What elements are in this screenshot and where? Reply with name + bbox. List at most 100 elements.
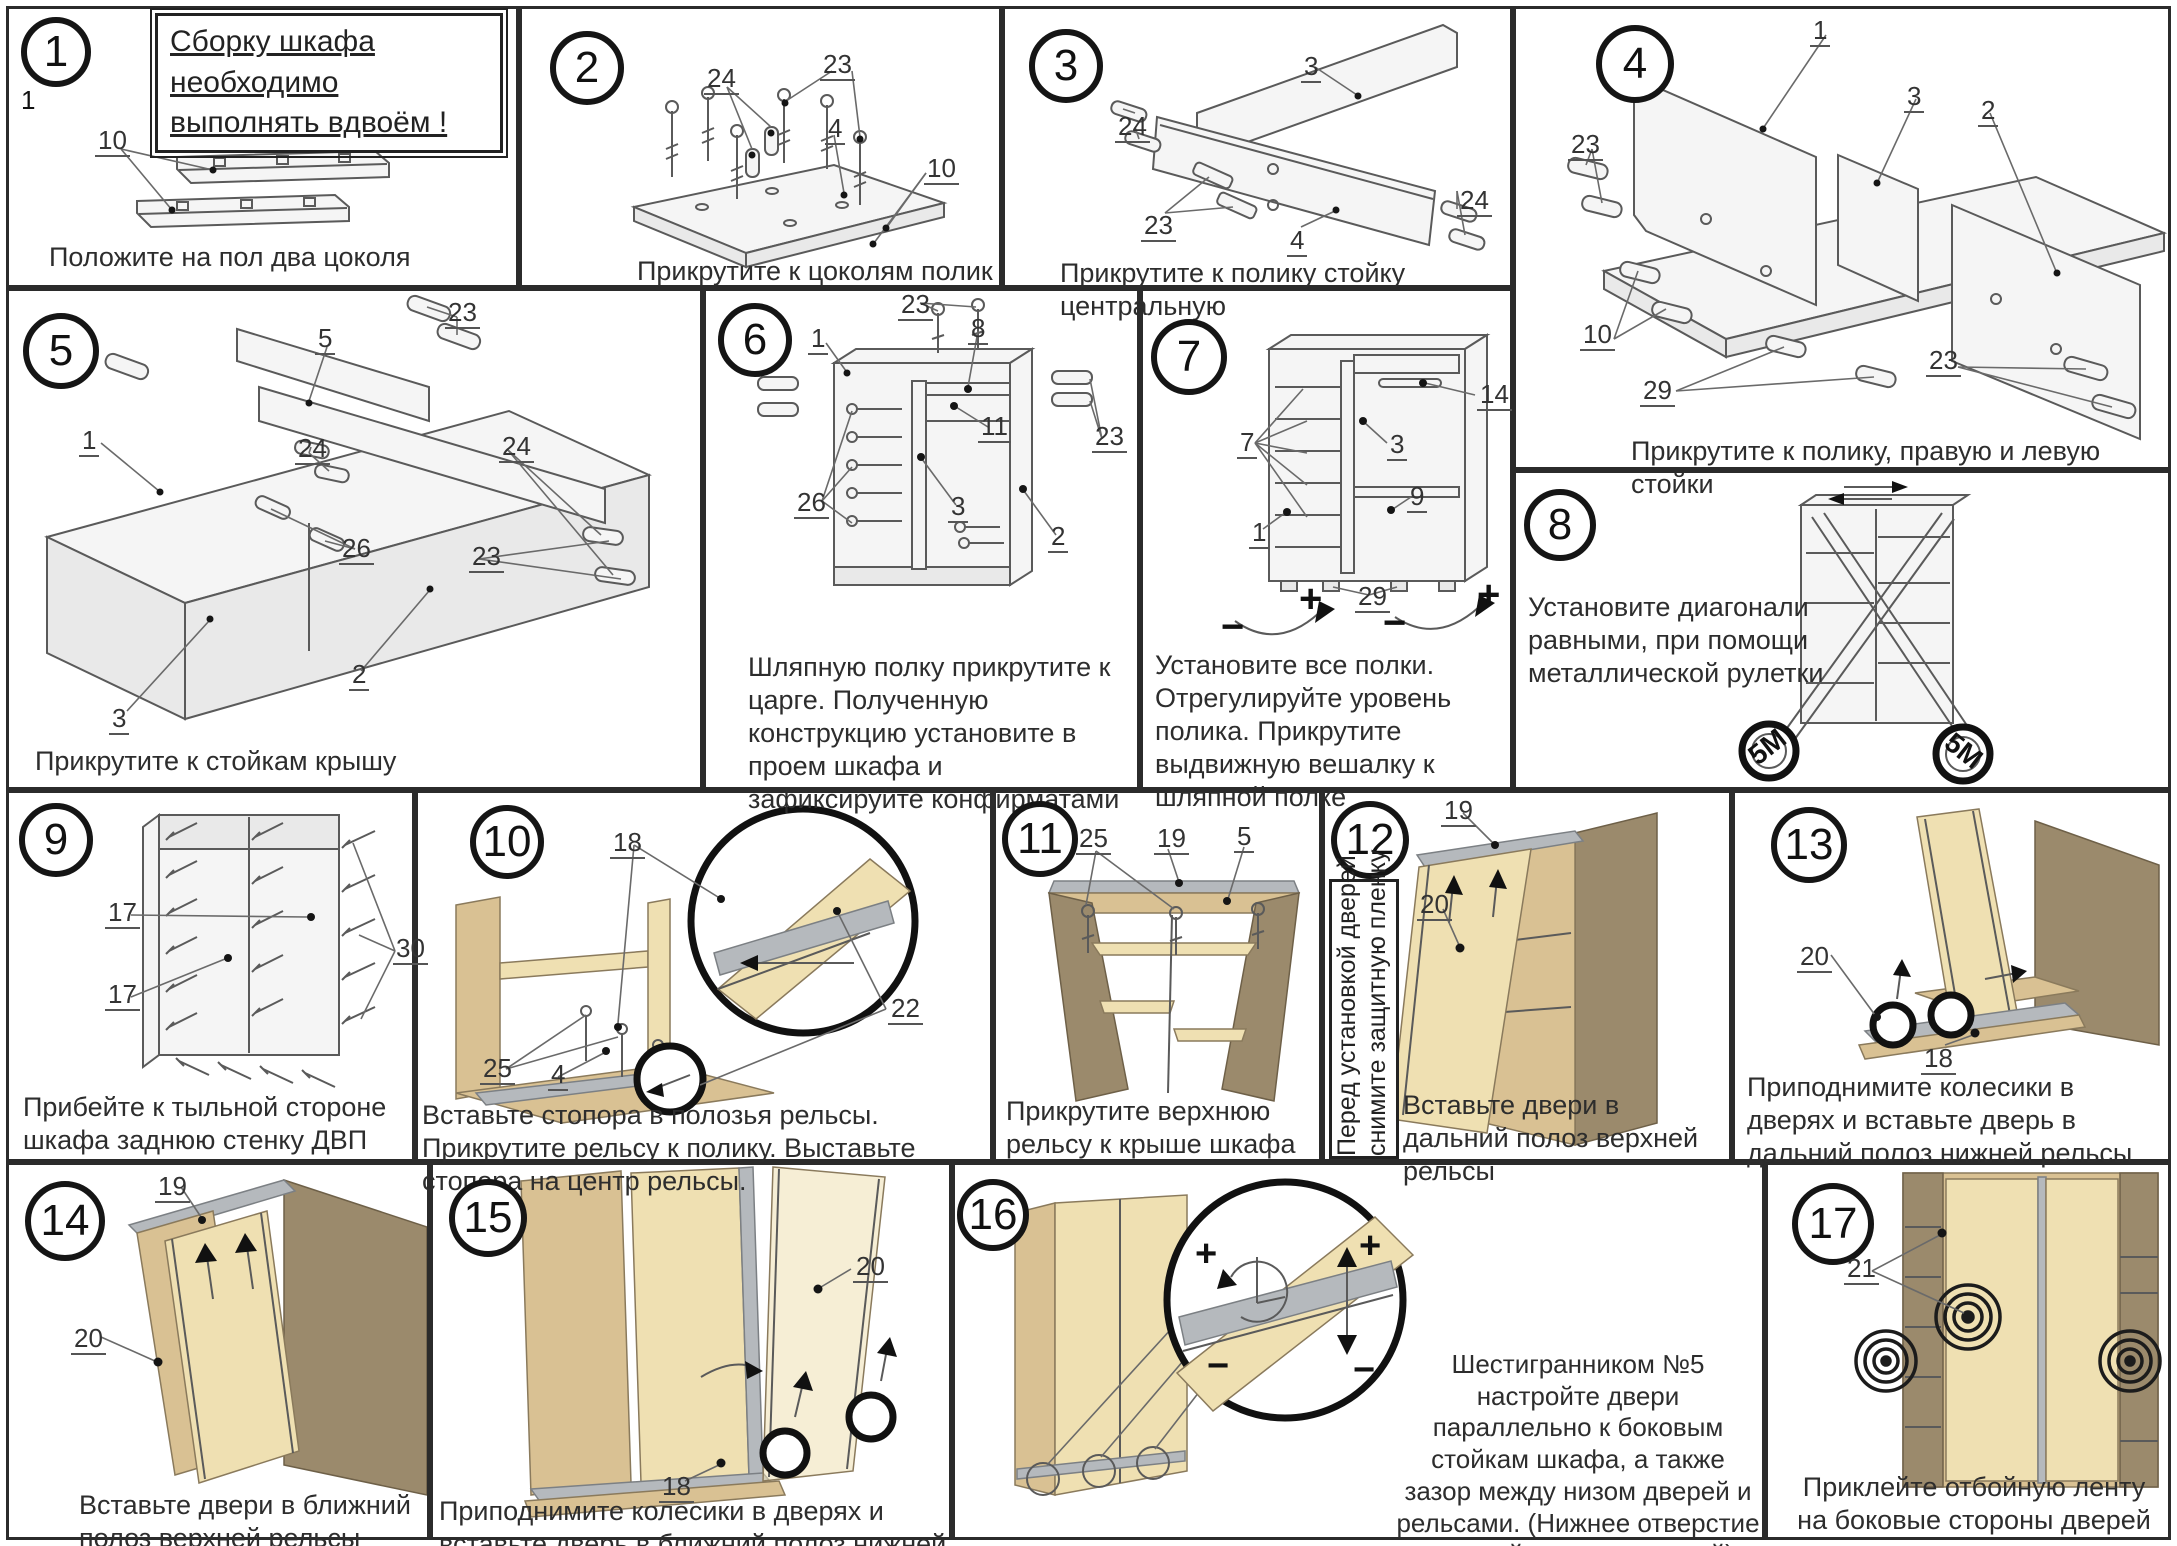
step-2-illustration bbox=[630, 70, 948, 269]
part-label: 5 bbox=[315, 325, 336, 355]
step-8-caption: Установите диагонали равными, при помощи… bbox=[1528, 592, 1824, 688]
step-1-illustration bbox=[120, 148, 390, 229]
step-17-illustration bbox=[1854, 1172, 2162, 1488]
part-label: 5 bbox=[1234, 823, 1255, 853]
step-6-illustration bbox=[757, 298, 1103, 587]
part-label: 24 bbox=[1115, 113, 1150, 143]
step-9-badge: 9 bbox=[19, 803, 93, 877]
part-label: 23 bbox=[1568, 131, 1603, 161]
step-12-panel: 12 Перед установкой дверей снимите защит… bbox=[1322, 790, 1732, 1186]
part-label: 29 bbox=[1355, 583, 1390, 613]
part-label: 29 bbox=[1640, 377, 1675, 407]
step-15-illustration bbox=[520, 1166, 897, 1518]
step-5-badge: 5 bbox=[23, 313, 99, 389]
part-label: 20 bbox=[71, 1325, 106, 1355]
step-6-caption: Шляпную полку прикрутите к царге. Получе… bbox=[748, 652, 1120, 814]
step-1-panel: 1 Сборку шкафа необходимо выполнять вдво… bbox=[6, 6, 519, 288]
part-label: 24 bbox=[295, 435, 330, 465]
step-3-caption: Прикрутите к полику стойку центральную bbox=[1060, 258, 1406, 321]
step-3-panel: 3 3 24 23 4 24 Прикрутите к полику стойк… bbox=[1002, 6, 1513, 321]
part-label: 19 bbox=[1154, 825, 1189, 855]
step-14-badge: 14 bbox=[25, 1181, 105, 1261]
step-13-panel: 13 20 18 Приподнимите колесики в дверях … bbox=[1732, 790, 2171, 1168]
part-label: 3 bbox=[1387, 431, 1408, 461]
step-number: 3 bbox=[1053, 41, 1079, 90]
step-2-panel: 2 24 23 4 10 bbox=[519, 6, 1002, 288]
step-14-panel: 14 19 20 Вставьте двери в ближний полоз … bbox=[6, 1162, 430, 1546]
part-label: 3 bbox=[1301, 53, 1322, 83]
part-label: 8 bbox=[968, 315, 989, 345]
part-label: 23 bbox=[445, 299, 480, 329]
step-number: 15 bbox=[463, 1193, 513, 1242]
step-10-panel: 10 18 bbox=[415, 790, 993, 1196]
step-16-panel: 16 + − + − bbox=[952, 1162, 1765, 1546]
step-number: 4 bbox=[1622, 39, 1648, 88]
part-label: 18 bbox=[1921, 1045, 1956, 1075]
part-label: 1 bbox=[21, 85, 36, 115]
step-16-caption: Шестигранником №5 настройте двери паралл… bbox=[1396, 1349, 1760, 1546]
step-number: 9 bbox=[43, 815, 69, 864]
plus-symbol: + bbox=[1359, 1225, 1382, 1267]
part-label: 4 bbox=[1287, 227, 1308, 257]
step-4-caption: Прикрутите к полику, правую и левую стой… bbox=[1631, 436, 2101, 499]
step-12-badge: 12 bbox=[1331, 801, 1409, 879]
step-number: 8 bbox=[1547, 500, 1573, 549]
part-label: 1 bbox=[808, 325, 829, 355]
part-label: 21 bbox=[1844, 1255, 1879, 1285]
step-5-panel: 5 bbox=[6, 288, 703, 790]
part-label: 25 bbox=[480, 1055, 515, 1085]
part-label: 20 bbox=[1797, 943, 1832, 973]
part-label: 30 bbox=[393, 935, 428, 965]
step-7-panel: 7 14 bbox=[1140, 288, 1513, 812]
part-label: 23 bbox=[1926, 347, 1961, 377]
part-label: 18 bbox=[610, 829, 645, 859]
minus-symbol: − bbox=[1353, 1349, 1376, 1391]
step-1-caption: Положите на пол два цоколя bbox=[49, 242, 411, 272]
minus-symbol: − bbox=[1207, 1345, 1230, 1387]
part-label: 1 bbox=[1249, 519, 1270, 549]
part-label: 23 bbox=[898, 291, 933, 321]
part-label: 10 bbox=[924, 155, 959, 185]
step-11-illustration bbox=[1047, 846, 1301, 1102]
note-line1: Перед установкой дверей bbox=[1333, 855, 1361, 1156]
warning-box: Сборку шкафа необходимо выполнять вдвоём… bbox=[150, 8, 508, 158]
step-7-illustration bbox=[1234, 333, 1495, 636]
step-7-badge: 7 bbox=[1151, 319, 1227, 395]
step-number: 6 bbox=[742, 315, 768, 364]
step-14-illustration bbox=[100, 1178, 427, 1496]
step-12-illustration bbox=[1390, 812, 1658, 1146]
step-7-caption: Установите все полки. Отрегулируйте уров… bbox=[1155, 650, 1452, 812]
step-3-badge: 3 bbox=[1029, 29, 1103, 103]
step-10-illustration bbox=[455, 805, 919, 1124]
step-13-illustration bbox=[1830, 808, 2160, 1060]
step-5-illustration bbox=[44, 294, 652, 721]
step-number: 12 bbox=[1345, 815, 1395, 864]
warning-line1: Сборку шкафа необходимо bbox=[170, 25, 375, 99]
part-label: 1 bbox=[1810, 17, 1831, 47]
plus-symbol: + bbox=[1195, 1233, 1218, 1275]
part-label: 2 bbox=[1978, 97, 1999, 127]
step-2-badge: 2 bbox=[550, 31, 624, 105]
step-number: 1 bbox=[43, 27, 69, 76]
part-label: 1 bbox=[79, 427, 100, 457]
minus-symbol: − bbox=[1383, 601, 1407, 645]
step-9-illustration bbox=[130, 813, 396, 1088]
part-label: 2 bbox=[349, 661, 370, 691]
part-label: 23 bbox=[1092, 423, 1127, 453]
part-label: 24 bbox=[704, 65, 739, 95]
step-5-caption: Прикрутите к стойкам крышу bbox=[35, 746, 397, 776]
step-15-badge: 15 bbox=[449, 1179, 527, 1257]
part-label: 9 bbox=[1407, 483, 1428, 513]
step-10-caption: Вставьте стопора в полозья рельсы. Прикр… bbox=[422, 1100, 916, 1196]
warning-line2: выполнять вдвоём ! bbox=[170, 106, 448, 139]
part-label: 10 bbox=[95, 127, 130, 157]
part-label: 3 bbox=[948, 493, 969, 523]
step-number: 7 bbox=[1176, 332, 1202, 381]
part-label: 7 bbox=[1237, 429, 1258, 459]
step-10-badge: 10 bbox=[470, 805, 544, 879]
part-label: 23 bbox=[1141, 212, 1176, 242]
part-label: 4 bbox=[825, 115, 846, 145]
part-label: 19 bbox=[1441, 797, 1476, 827]
part-label: 2 bbox=[1048, 523, 1069, 553]
step-2-caption: Прикрутите к цоколям полик bbox=[637, 256, 993, 286]
